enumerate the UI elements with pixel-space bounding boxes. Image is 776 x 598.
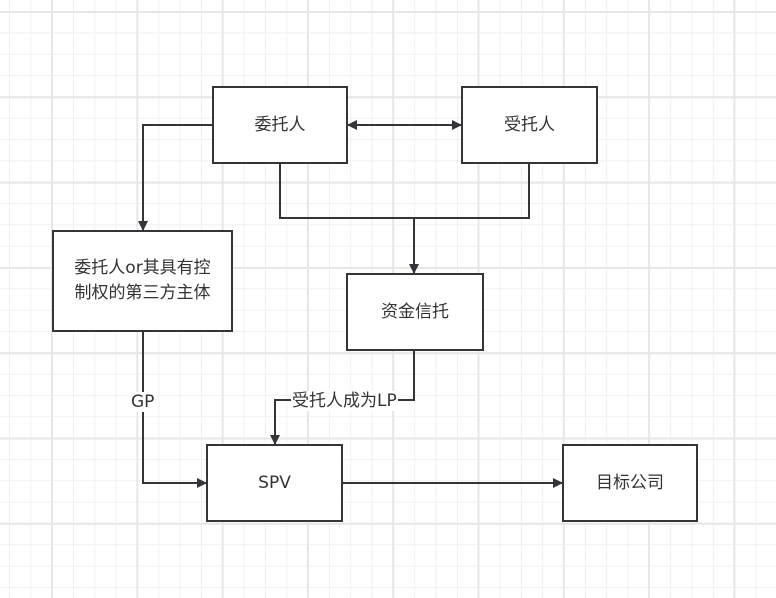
edge-label-gp: GP: [130, 392, 156, 412]
edge-entrustor-controlled-party[interactable]: [138, 124, 213, 231]
node-spv-label: SPV: [258, 472, 291, 493]
edge-controlled-party-spv[interactable]: [142, 331, 207, 488]
edge-label-lp: 受托人成为LP: [291, 391, 398, 411]
node-target-company-label: 目标公司: [596, 472, 664, 493]
node-target-company[interactable]: 目标公司: [562, 444, 698, 522]
node-entrustor-label: 委托人: [254, 114, 306, 135]
node-entrustor[interactable]: 委托人: [212, 86, 348, 164]
node-fund-trust-label: 资金信托: [381, 301, 449, 322]
node-controlled-party-label: 委托人or其具有控制权的第三方主体: [74, 258, 211, 303]
node-spv[interactable]: SPV: [206, 444, 343, 522]
edge-merge-to-fund-trust[interactable]: [279, 163, 530, 273]
node-fund-trust[interactable]: 资金信托: [346, 273, 484, 351]
node-controlled-party[interactable]: 委托人or其具有控制权的第三方主体: [52, 230, 233, 332]
node-trustee[interactable]: 受托人: [461, 86, 598, 164]
node-trustee-label: 受托人: [504, 114, 555, 135]
